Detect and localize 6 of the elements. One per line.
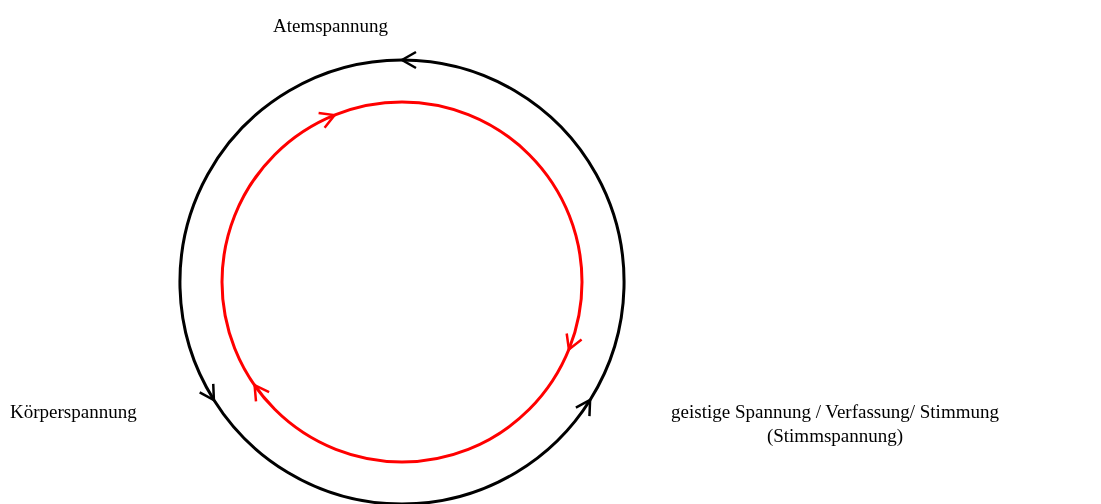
arrow [400, 51, 626, 401]
arrow [212, 398, 592, 504]
text-label: Atemspannung [273, 14, 451, 60]
text-label: Körperspannung [10, 400, 214, 426]
text-label: geistige Spannung / Verfassung/ Stimmung (Stimmspannung) [590, 400, 1050, 454]
arrow [178, 58, 403, 402]
